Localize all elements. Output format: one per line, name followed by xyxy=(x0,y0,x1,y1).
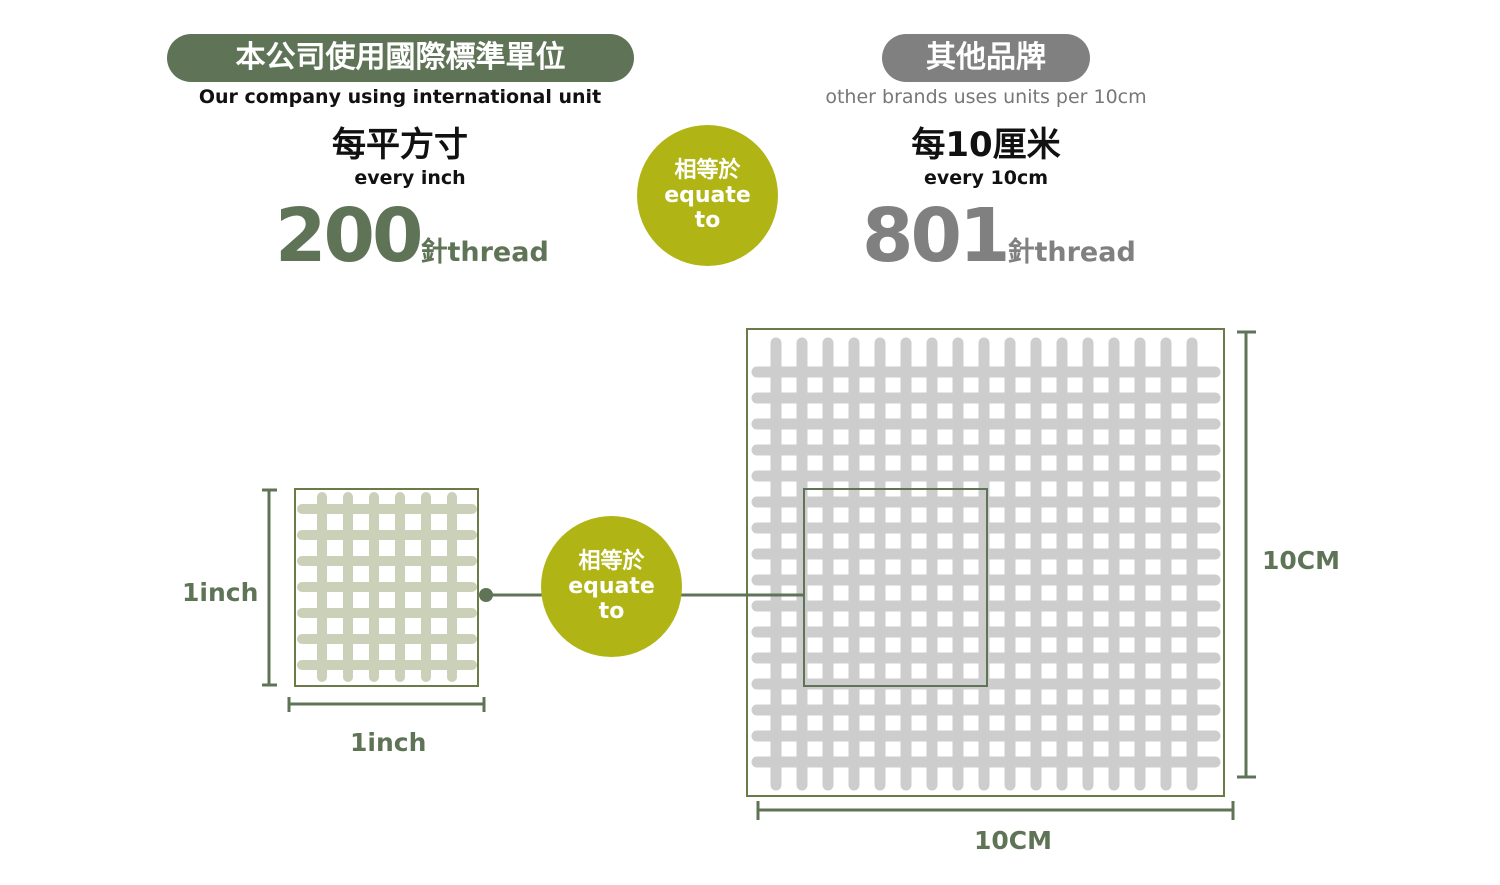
equate-en2: to xyxy=(598,599,625,624)
right-title-pill: 其他品牌 xyxy=(882,34,1090,82)
left-count: 200針thread xyxy=(275,199,549,292)
equate-zh: 相等於 xyxy=(578,549,645,574)
inch-overlay-frame xyxy=(803,488,988,687)
left-count-number: 200 xyxy=(275,193,423,279)
small-width-label: 1inch xyxy=(350,728,427,757)
equate-en1: equate xyxy=(568,574,655,599)
right-count-number: 801 xyxy=(862,193,1010,279)
equate-badge-top: 相等於 equate to xyxy=(637,125,778,266)
big-height-label: 10CM xyxy=(1262,546,1341,575)
small-height-label: 1inch xyxy=(182,578,259,607)
equate-badge-diagram: 相等於 equate to xyxy=(541,516,682,657)
left-unit-zh: 每平方寸 xyxy=(332,125,468,165)
left-title-en: Our company using international unit xyxy=(198,86,602,108)
left-title-pill: 本公司使用國際標準單位 xyxy=(167,34,634,82)
right-unit-zh: 每10厘米 xyxy=(911,125,1061,165)
equate-en1: equate xyxy=(664,183,751,208)
big-width-label: 10CM xyxy=(974,826,1053,855)
right-count-suffix: 針thread xyxy=(1007,237,1136,268)
small-frame xyxy=(294,488,479,687)
left-unit-en: every inch xyxy=(354,167,466,189)
right-title-en: other brands uses units per 10cm xyxy=(825,86,1147,108)
right-count: 801針thread xyxy=(862,199,1136,292)
right-unit-en: every 10cm xyxy=(923,167,1049,189)
equate-en2: to xyxy=(694,208,721,233)
left-count-suffix: 針thread xyxy=(420,237,549,268)
connector-dot xyxy=(479,588,493,602)
big-frame xyxy=(746,328,1225,797)
equate-zh: 相等於 xyxy=(674,158,741,183)
